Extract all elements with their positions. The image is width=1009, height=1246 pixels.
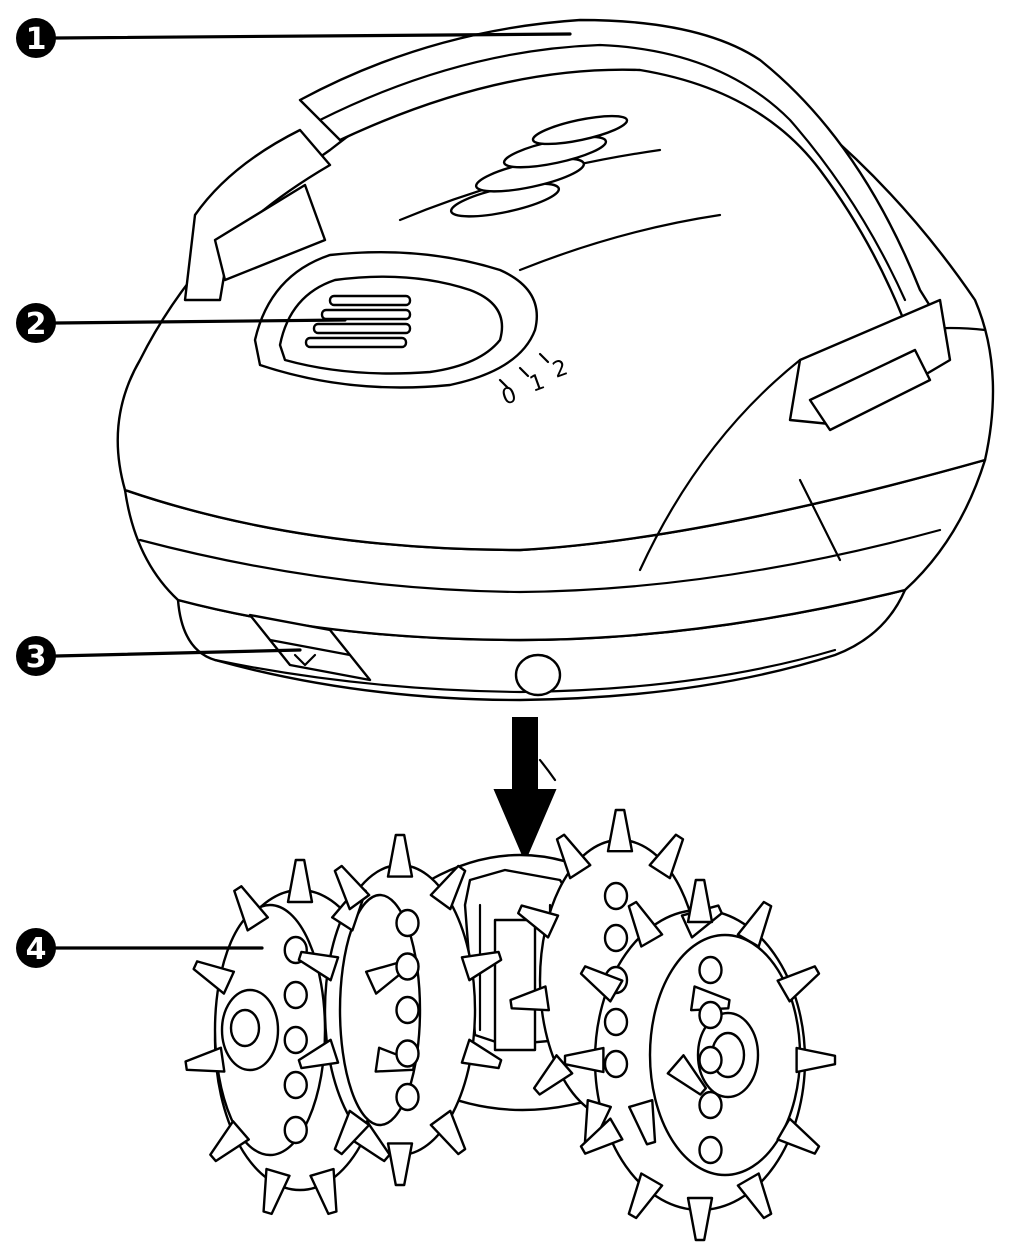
roller-spike (579, 965, 624, 1003)
release-tab (248, 613, 372, 682)
callout-4: 4 (16, 928, 264, 968)
massager-housing (116, 37, 995, 702)
roller-nub (698, 1045, 723, 1075)
roller-spike (286, 858, 314, 904)
callout-1-leader (54, 32, 572, 40)
roller-nub (698, 955, 723, 985)
roller-spike (516, 904, 560, 939)
roller-spike (736, 1172, 773, 1220)
callout-3-number: 3 (26, 640, 47, 675)
housing-vents (449, 114, 629, 218)
callout-4-number: 4 (26, 932, 47, 967)
roller-nub (603, 1049, 629, 1079)
roller-nub (395, 995, 420, 1025)
roller-spike (192, 960, 236, 995)
roller-spike (627, 900, 664, 948)
roller-spike (686, 1196, 714, 1242)
roller-spike (563, 1046, 605, 1074)
roller-nub (698, 1090, 723, 1120)
roller-spike (689, 985, 731, 1012)
roller-spike (333, 1109, 371, 1156)
roller-spike (184, 1046, 226, 1073)
roller-nub (603, 923, 629, 953)
roller-nub (395, 1082, 420, 1112)
roller-spike (297, 950, 340, 982)
massager-handle (183, 18, 952, 432)
roller-spike (648, 833, 685, 880)
roller-nub (283, 1025, 308, 1055)
callout-2-number: 2 (26, 307, 47, 342)
roller-nub (283, 980, 308, 1010)
release-button (514, 653, 562, 697)
roller-spike (262, 1167, 291, 1216)
roller-nub (395, 1039, 420, 1068)
roller-spike (309, 1167, 338, 1216)
housing-dome (116, 37, 995, 552)
roller-spike (460, 1038, 503, 1070)
roller-spike (736, 900, 773, 948)
roller-nub (395, 908, 420, 938)
callout-3: 3 (16, 636, 302, 676)
roller-nub (698, 1135, 723, 1165)
roller-spike (429, 864, 467, 911)
roller-spike (795, 1046, 837, 1074)
roller-spike (333, 864, 371, 911)
roller-spike (386, 1142, 414, 1187)
callout-3-leader (54, 648, 302, 658)
roller-spike (555, 833, 592, 880)
speed-switch: 0 1 2 (253, 250, 571, 411)
roller-attachment (184, 808, 837, 1242)
roller-nub (395, 952, 420, 981)
roller-spike (209, 1120, 250, 1163)
roller-spike (579, 1117, 624, 1155)
roller-nub (698, 1000, 723, 1030)
roller-spike (628, 1099, 657, 1146)
roller-spike (776, 965, 821, 1003)
roller-spike (509, 985, 551, 1012)
roller-spike (686, 878, 714, 924)
roller-spike (386, 833, 414, 878)
roller-spike (460, 950, 503, 982)
callout-2-leader (54, 318, 347, 325)
roller-spike (532, 1054, 574, 1096)
insert-direction-arrow (493, 717, 557, 863)
roller-spike (297, 1038, 340, 1070)
roller-spike (666, 1054, 708, 1096)
roller-nub (283, 1115, 308, 1145)
roller-spikes (184, 808, 837, 1242)
roller-spike (233, 885, 270, 932)
roller-spike (606, 808, 634, 853)
roller-nub (283, 1070, 308, 1100)
roller-nub (603, 1007, 629, 1037)
callout-1-number: 1 (26, 22, 47, 57)
roller-spike (429, 1109, 467, 1156)
roller-spike (627, 1172, 664, 1220)
roller-nub (603, 881, 629, 911)
roller-spike (776, 1117, 821, 1155)
callout-1: 1 (16, 18, 572, 58)
switch-grip-ridges (304, 294, 412, 349)
callout-2: 2 (16, 303, 347, 343)
